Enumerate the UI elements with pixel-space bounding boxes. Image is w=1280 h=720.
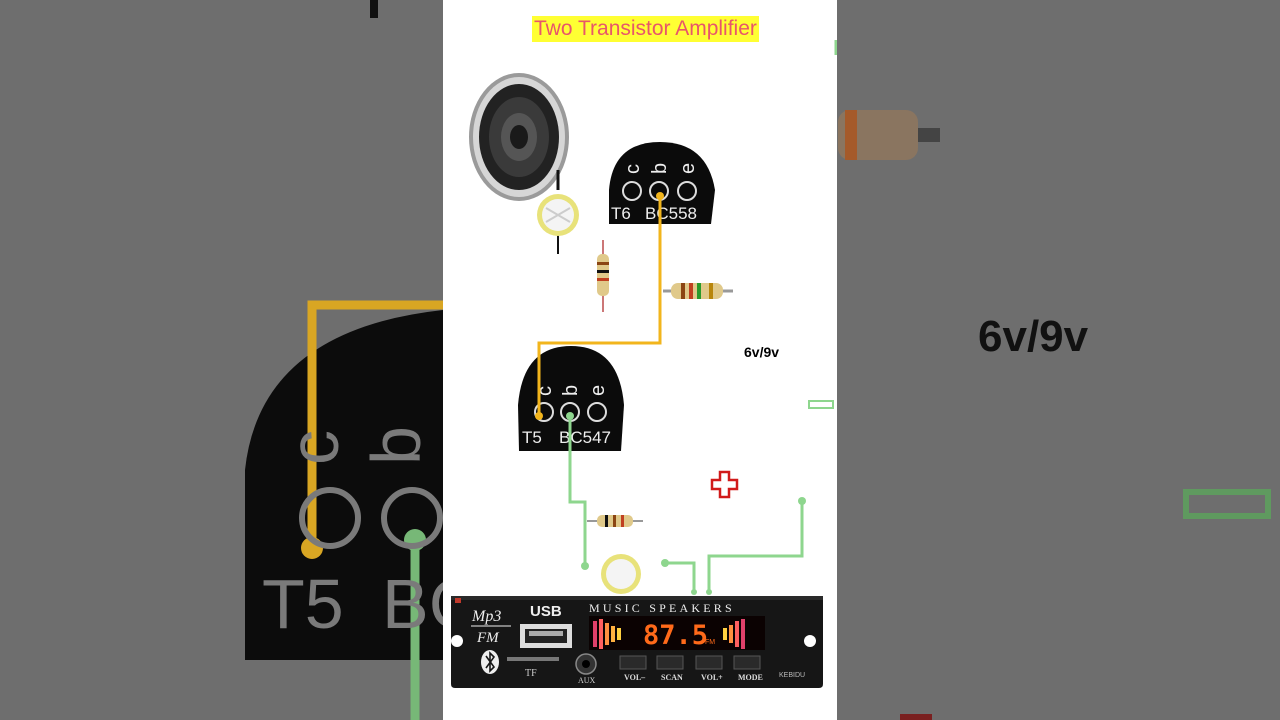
transistor-t6: c b e T6 BC558 [609,142,715,224]
wire-signal [665,561,696,592]
wire-supply [707,501,804,592]
aux-label: AUX [578,676,596,685]
tf-slot [507,657,559,661]
display-unit: FM [705,639,715,646]
bg-plus-outline [1183,489,1271,519]
transistor-t5: c b e T5 BC547 [518,346,624,451]
button-vol-up[interactable] [695,655,723,670]
pin-label-b: b [649,163,671,174]
wire-base [568,416,587,566]
button-vol-down[interactable] [619,655,647,670]
button-label: VOL+ [701,673,723,682]
button-label: SCAN [661,673,683,682]
button-label: MODE [738,673,763,682]
usb-label: USB [530,603,562,620]
brand-fm: FM [476,630,500,646]
resistor-icon [587,515,643,527]
transistor-label: T6 [611,204,631,223]
pin-label-e: e [677,163,699,174]
transistor-part: BC547 [559,428,611,447]
wire-collector [537,196,662,416]
bg-wire-collector [307,300,443,548]
bg-transistor-label: T5 [262,565,344,643]
resistor-icon [597,240,609,312]
capacitor-icon [601,554,641,594]
button-mode[interactable] [733,655,761,670]
resistor-icon [663,283,733,299]
button-scan[interactable] [656,655,684,670]
page-title: Two Transistor Amplifier [532,16,759,42]
speaker-icon [469,73,569,201]
diagram-panel: Two Transistor Amplifier [443,0,837,720]
bg-pin-b: b [357,426,435,465]
usb-port-icon [520,624,572,648]
bg-pin-c: c [275,430,353,465]
bg-supply-label: 6v/9v [978,312,1089,361]
bg-resistor [838,110,918,160]
display-value: 87.5 [643,620,708,651]
button-label: VOL– [624,673,646,682]
capacitor-icon [537,194,579,254]
tf-label: TF [525,668,537,679]
pin-label-b: b [560,385,582,396]
bluetooth-icon [481,650,499,674]
module-heading: MUSIC SPEAKERS [589,601,735,615]
maker-label: KEBIDU [779,672,805,679]
transistor-label: T5 [522,428,542,447]
battery-negative-terminal [808,400,834,409]
circuit-diagram: c b e T6 BC558 c b e T5 BC547 [451,40,837,688]
pin-label-c: c [622,164,644,174]
pin-label-e: e [587,385,609,396]
supply-voltage-label: 6v/9v [744,344,780,360]
bg-transistor-body [245,310,443,660]
mp3-module: Mp3 FM USB TF AUX MUSIC SPEAKERS [451,596,823,688]
transistor-part: BC558 [645,204,697,223]
plus-icon [710,470,739,499]
pin-label-c: c [534,386,556,396]
aux-jack-icon [575,653,597,675]
brand-mp3: Mp3 [471,608,501,625]
